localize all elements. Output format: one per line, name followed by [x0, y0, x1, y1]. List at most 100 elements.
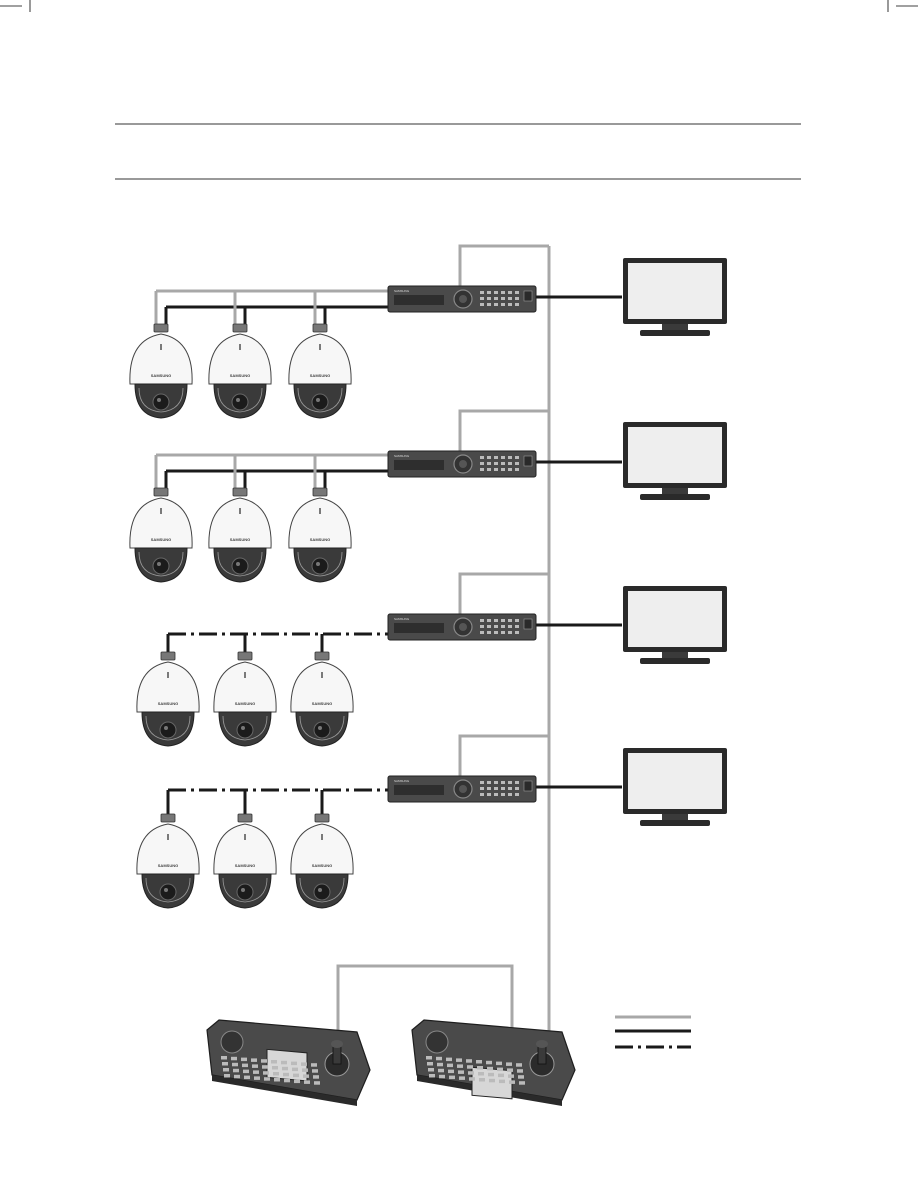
- controller-key: [251, 1058, 257, 1062]
- dvr-button: [515, 619, 519, 622]
- dvr-button: [515, 787, 519, 790]
- controller-key: [438, 1068, 444, 1073]
- controller-key: [516, 1063, 522, 1067]
- camera-brand-label: SAMSUNG: [230, 537, 250, 542]
- camera-1-2: SAMSUNG: [208, 323, 272, 419]
- dvr-network-link-2: [458, 409, 549, 451]
- dvr-button: [508, 456, 512, 459]
- camera-lens-glint: [164, 726, 168, 730]
- monitor-screen: [628, 427, 722, 483]
- camera-dome-rim: [297, 387, 343, 413]
- dvr-button: [501, 787, 505, 790]
- dvr-button: [508, 303, 512, 306]
- dvr-button: [508, 787, 512, 790]
- controller-key: [293, 1073, 299, 1078]
- dvr-button: [494, 291, 498, 294]
- dvr-button: [480, 456, 484, 459]
- controller-key: [459, 1076, 465, 1080]
- dvr-port: [523, 455, 533, 467]
- camera-brand-label: SAMSUNG: [230, 373, 250, 378]
- dvr-button: [501, 291, 505, 294]
- dvr-button: [508, 631, 512, 634]
- camera-lens: [152, 393, 170, 411]
- camera-lens-glint: [164, 888, 168, 892]
- camera-lens: [313, 883, 331, 901]
- dvr-button: [508, 781, 512, 784]
- camera-lens: [159, 721, 177, 739]
- dvr-button: [487, 456, 491, 459]
- dvr-button: [501, 468, 505, 471]
- dvr-button: [487, 625, 491, 628]
- dvr-button: [515, 793, 519, 796]
- controller-key: [499, 1079, 505, 1084]
- controller-key: [477, 1066, 483, 1070]
- camera-dome-rim: [138, 551, 184, 577]
- camera-brand-label: SAMSUNG: [158, 701, 178, 706]
- dvr-button: [494, 462, 498, 465]
- camera-dome-rim: [299, 877, 345, 903]
- controller-key: [221, 1056, 227, 1060]
- camera-housing: [136, 661, 200, 713]
- camera-1-3: SAMSUNG: [288, 323, 352, 419]
- camera-lens-glint: [236, 398, 240, 402]
- dvr-button: [487, 291, 491, 294]
- monitor-screen: [628, 753, 722, 809]
- dvr-button: [480, 625, 484, 628]
- camera-housing: [129, 333, 193, 385]
- controller-key: [223, 1068, 229, 1072]
- dvr-button: [494, 781, 498, 784]
- camera-lens-glint: [316, 562, 320, 566]
- dvr-network-link-3: [458, 572, 549, 614]
- camera-dome-rim: [145, 715, 191, 741]
- camera-housing: [290, 823, 354, 875]
- controller-key: [497, 1067, 503, 1072]
- controller-key: [294, 1079, 300, 1084]
- dvr-button: [494, 456, 498, 459]
- dvr-button: [487, 297, 491, 300]
- camera-housing: [288, 497, 352, 549]
- controller-key: [496, 1061, 502, 1066]
- camera-3-1: SAMSUNG: [136, 651, 200, 747]
- dvr-port: [523, 290, 533, 302]
- dvr-button: [494, 468, 498, 471]
- camera-housing: [136, 823, 200, 875]
- dvr-brand-label: SAMSUNG: [394, 454, 410, 458]
- monitor-base: [640, 658, 710, 664]
- controller-key: [427, 1062, 433, 1066]
- dvr-button: [508, 619, 512, 622]
- controller-key: [518, 1075, 524, 1079]
- controller-key: [263, 1071, 269, 1075]
- dvr-brand-label: SAMSUNG: [394, 617, 410, 621]
- dvr-button: [480, 631, 484, 634]
- camera-brand-label: SAMSUNG: [312, 701, 332, 706]
- dvr-button: [480, 468, 484, 471]
- controller-key: [224, 1074, 230, 1078]
- controller-key: [457, 1064, 463, 1068]
- controller-key: [439, 1074, 445, 1079]
- camera-housing: [290, 661, 354, 713]
- dvr-display: [394, 785, 444, 795]
- controller-key: [261, 1059, 267, 1063]
- controller-key: [272, 1066, 278, 1070]
- controller-key: [252, 1064, 258, 1068]
- dvr-button: [501, 456, 505, 459]
- controller-key: [456, 1058, 462, 1062]
- dvr-brand-label: SAMSUNG: [394, 289, 410, 293]
- dvr-button: [501, 625, 505, 628]
- camera-housing: [208, 497, 272, 549]
- controller-key: [509, 1080, 515, 1084]
- monitor-base: [640, 330, 710, 336]
- controller-key: [283, 1072, 289, 1077]
- controller-key: [507, 1068, 513, 1072]
- controller-key: [304, 1080, 310, 1084]
- controller-key: [254, 1076, 260, 1080]
- dvr-button: [487, 462, 491, 465]
- controller-key: [428, 1068, 434, 1072]
- controller-key: [479, 1078, 485, 1082]
- dvr-button: [487, 619, 491, 622]
- controller-key: [436, 1056, 442, 1061]
- controller-key: [234, 1074, 240, 1079]
- dvr-network-link-1: [458, 244, 549, 286]
- controller-key: [446, 1057, 452, 1062]
- controller-key: [449, 1075, 455, 1080]
